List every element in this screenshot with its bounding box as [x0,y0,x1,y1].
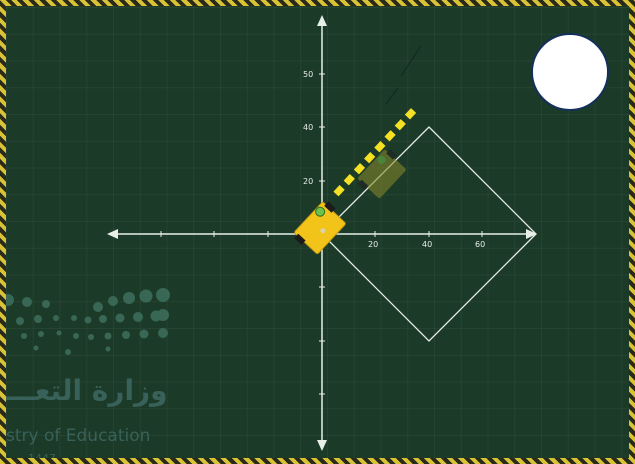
watermark-arabic-text: وزارة التعـــ [6,374,168,407]
watermark-english-text: stry of Education [6,426,150,446]
watermark-year-text: 1447 [28,452,56,458]
trail-lines [386,46,421,104]
circle-button-icon[interactable] [531,33,609,111]
y-tick-label-50: 50 [303,70,313,79]
logo-dots-icon [6,288,170,355]
y-axis-down-arrow-icon [317,440,327,451]
y-axis-up-arrow-icon [317,15,327,26]
x-axis-left-arrow-icon [107,229,118,239]
x-tick-label-20: 20 [368,240,378,249]
robot[interactable] [291,199,349,257]
y-tick-label-20: 20 [303,177,313,186]
x-tick-label-40: 40 [422,240,432,249]
y-tick-label-40: 40 [303,123,313,132]
x-tick-label-60: 60 [475,240,485,249]
